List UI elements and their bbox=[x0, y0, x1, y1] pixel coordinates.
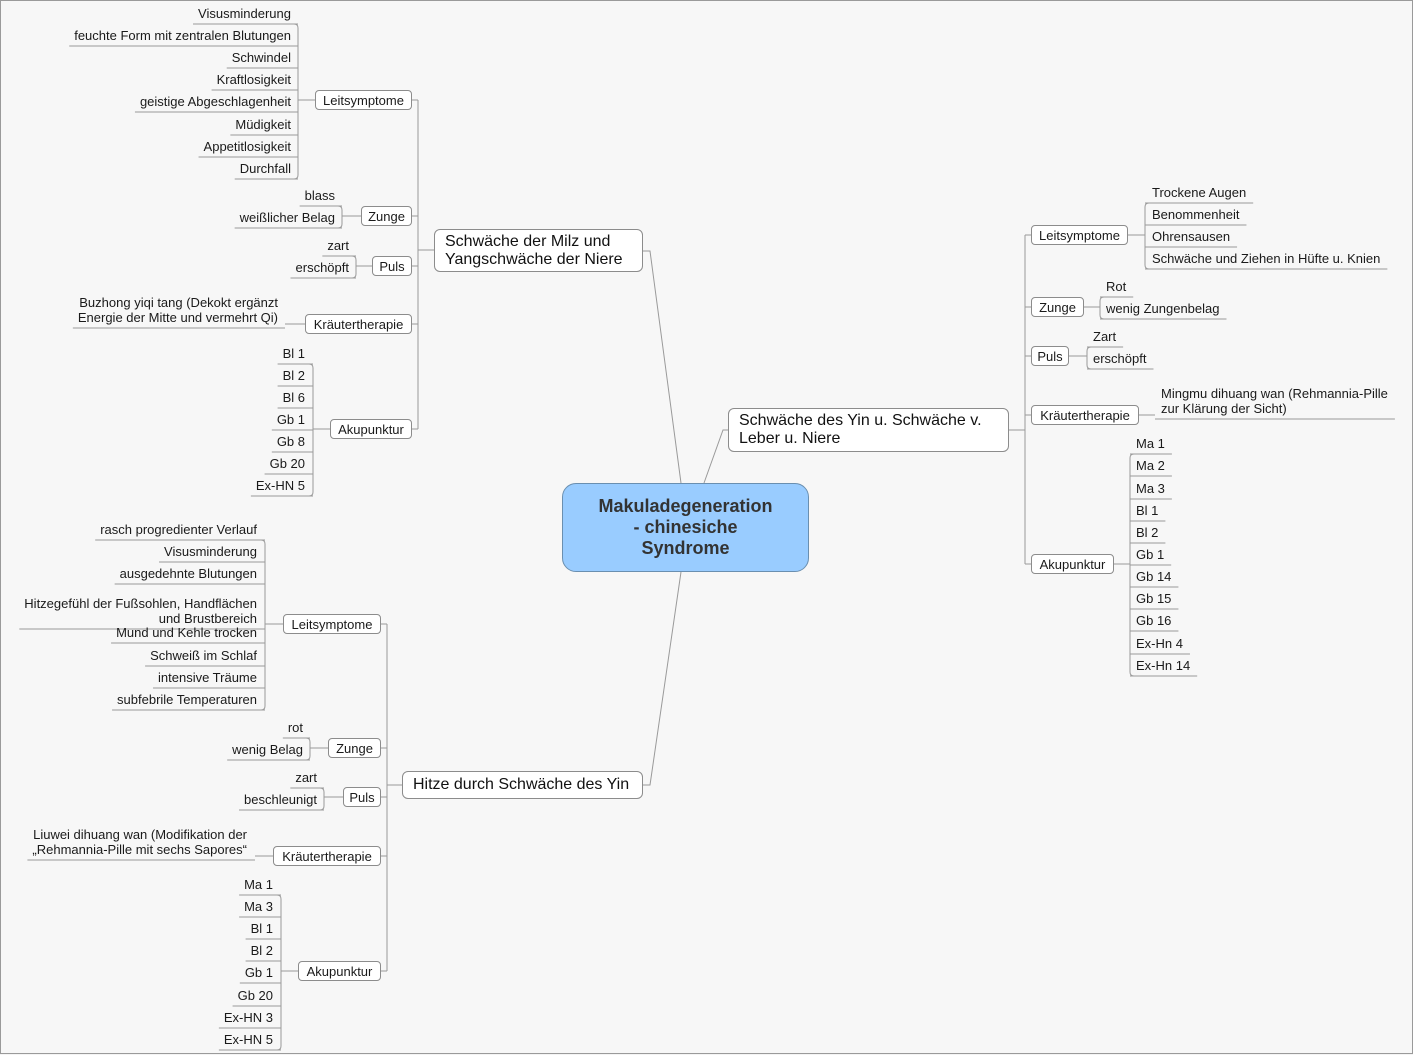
connector-line bbox=[337, 205, 343, 229]
branch2-akupunktur-item: Bl 1 bbox=[250, 921, 273, 936]
branch1-leitsymptome-item: Visusminderung bbox=[198, 6, 291, 21]
branch3-leitsymptome-item: Schwäche und Ziehen in Hüfte u. Knien bbox=[1152, 251, 1381, 266]
branch1-leitsymptome-item: Schwindel bbox=[231, 50, 291, 65]
branch3-akupunktur-item: Gb 15 bbox=[1136, 591, 1172, 606]
branch2-zunge-node[interactable]: Zunge bbox=[328, 738, 381, 758]
connector-line bbox=[305, 737, 311, 761]
branch3-topic[interactable]: Schwäche des Yin u. Schwäche v. Leber u.… bbox=[728, 408, 1009, 452]
connector-line bbox=[276, 894, 282, 1051]
connector-line bbox=[703, 429, 728, 484]
branch3-zunge-item: wenig Zungenbelag bbox=[1106, 301, 1220, 316]
branch2-akupunktur-item: Gb 20 bbox=[237, 988, 273, 1003]
branch1-kraeutertherapie-item: Buzhong yiqi tang (Dekokt ergänzt Energi… bbox=[77, 295, 278, 325]
branch1-akupunktur-item: Gb 20 bbox=[269, 456, 305, 471]
branch2-leitsymptome-item: intensive Träume bbox=[158, 670, 257, 685]
branch3-puls-node[interactable]: Puls bbox=[1031, 346, 1069, 366]
connector-line bbox=[319, 787, 325, 811]
branch2-leitsymptome-item: Schweiß im Schlaf bbox=[150, 648, 257, 663]
branch1-kraeutertherapie-node[interactable]: Kräutertherapie bbox=[305, 314, 412, 334]
branch3-akupunktur-item: Gb 14 bbox=[1136, 569, 1172, 584]
branch3-akupunktur-item: Gb 16 bbox=[1136, 613, 1172, 628]
branch1-puls-item: erschöpft bbox=[295, 260, 349, 275]
branch2-akupunktur-node[interactable]: Akupunktur bbox=[298, 961, 381, 981]
branch3-akupunktur-item: Bl 2 bbox=[1136, 525, 1159, 540]
branch1-akupunktur-item: Bl 1 bbox=[282, 346, 305, 361]
connector-line bbox=[1086, 346, 1092, 370]
branch2-akupunktur-item: Ma 1 bbox=[244, 877, 273, 892]
branch1-leitsymptome-item: Kraftlosigkeit bbox=[216, 72, 291, 87]
branch2-akupunktur-item: Ex-HN 5 bbox=[223, 1032, 273, 1047]
branch2-akupunktur-item: Gb 1 bbox=[244, 965, 273, 980]
branch3-akupunktur-item: Bl 1 bbox=[1136, 503, 1159, 518]
branch2-leitsymptome-item: Visusminderung bbox=[164, 544, 257, 559]
connector-line bbox=[1144, 202, 1150, 270]
branch2-akupunktur-item: Ma 3 bbox=[244, 899, 273, 914]
branch2-zunge-item: wenig Belag bbox=[232, 742, 303, 757]
branch3-akupunktur-item: Ma 1 bbox=[1136, 436, 1165, 451]
branch2-leitsymptome-node[interactable]: Leitsymptome bbox=[283, 614, 381, 634]
branch3-kraeutertherapie-node[interactable]: Kräutertherapie bbox=[1031, 405, 1139, 425]
branch1-puls-node[interactable]: Puls bbox=[372, 256, 412, 276]
branch3-akupunktur-item: Ex-Hn 14 bbox=[1136, 658, 1191, 673]
branch1-akupunktur-item: Bl 2 bbox=[282, 368, 305, 383]
branch1-akupunktur-item: Gb 8 bbox=[276, 434, 305, 449]
branch1-topic[interactable]: Schwäche der Milz und Yangschwäche der N… bbox=[434, 229, 643, 272]
branch3-zunge-item: Rot bbox=[1106, 279, 1127, 294]
branch1-akupunktur-node[interactable]: Akupunktur bbox=[330, 419, 412, 439]
branch2-leitsymptome-item: ausgedehnte Blutungen bbox=[119, 566, 257, 581]
connector-line bbox=[260, 539, 266, 711]
connector-line bbox=[1099, 296, 1105, 320]
branch2-kraeutertherapie-node[interactable]: Kräutertherapie bbox=[273, 846, 381, 866]
branch2-topic[interactable]: Hitze durch Schwäche des Yin bbox=[402, 771, 643, 799]
branch2-puls-item: beschleunigt bbox=[244, 792, 317, 807]
connector-line bbox=[643, 571, 682, 786]
branch3-leitsymptome-item: Trockene Augen bbox=[1152, 185, 1247, 200]
branch1-leitsymptome-node[interactable]: Leitsymptome bbox=[315, 90, 412, 110]
branch3-akupunktur-node[interactable]: Akupunktur bbox=[1031, 554, 1114, 574]
connector-line bbox=[643, 250, 682, 484]
branch1-leitsymptome-item: geistige Abgeschlagenheit bbox=[139, 94, 291, 109]
branch1-akupunktur-item: Gb 1 bbox=[276, 412, 305, 427]
branch1-leitsymptome-item: Appetitlosigkeit bbox=[203, 139, 291, 154]
branch1-puls-item: zart bbox=[327, 238, 349, 253]
branch3-kraeutertherapie-item: Mingmu dihuang wan (Rehmannia-Pille zur … bbox=[1161, 386, 1388, 416]
connector-line bbox=[1129, 453, 1135, 677]
branch2-akupunktur-item: Bl 2 bbox=[250, 943, 273, 958]
central-topic[interactable]: Makuladegeneration - chinesiche Syndrome bbox=[562, 483, 809, 572]
branch3-akupunktur-item: Ex-Hn 4 bbox=[1136, 636, 1183, 651]
branch2-leitsymptome-item: Mund und Kehle trocken bbox=[116, 625, 257, 640]
branch3-akupunktur-item: Ma 2 bbox=[1136, 458, 1165, 473]
branch1-leitsymptome-item: Müdigkeit bbox=[235, 117, 291, 132]
branch3-leitsymptome-item: Benommenheit bbox=[1152, 207, 1240, 222]
branch1-leitsymptome-item: Durchfall bbox=[239, 161, 291, 176]
branch2-puls-node[interactable]: Puls bbox=[343, 787, 381, 807]
branch1-zunge-node[interactable]: Zunge bbox=[361, 206, 412, 226]
branch1-zunge-item: blass bbox=[304, 188, 335, 203]
branch1-leitsymptome-item: feuchte Form mit zentralen Blutungen bbox=[74, 28, 291, 43]
branch3-zunge-node[interactable]: Zunge bbox=[1031, 297, 1084, 317]
branch3-akupunktur-item: Gb 1 bbox=[1136, 547, 1165, 562]
branch1-akupunktur-item: Ex-HN 5 bbox=[255, 478, 305, 493]
branch3-leitsymptome-node[interactable]: Leitsymptome bbox=[1031, 225, 1128, 245]
branch2-leitsymptome-item: Hitzegefühl der Fußsohlen, Handflächen u… bbox=[24, 596, 257, 626]
branch3-akupunktur-item: Ma 3 bbox=[1136, 481, 1165, 496]
branch1-zunge-item: weißlicher Belag bbox=[239, 210, 335, 225]
branch3-leitsymptome-item: Ohrensausen bbox=[1152, 229, 1231, 244]
branch2-leitsymptome-item: rasch progredienter Verlauf bbox=[100, 522, 257, 537]
connector-line bbox=[308, 363, 314, 497]
branch2-kraeutertherapie-item: Liuwei dihuang wan (Modifikation der „Re… bbox=[32, 827, 247, 857]
connector-line bbox=[351, 255, 357, 279]
branch2-akupunktur-item: Ex-HN 3 bbox=[223, 1010, 273, 1025]
branch2-zunge-item: rot bbox=[287, 720, 303, 735]
branch2-puls-item: zart bbox=[295, 770, 317, 785]
branch2-leitsymptome-item: subfebrile Temperaturen bbox=[117, 692, 257, 707]
branch1-akupunktur-item: Bl 6 bbox=[282, 390, 305, 405]
branch3-puls-item: Zart bbox=[1093, 329, 1117, 344]
connector-line bbox=[293, 23, 299, 180]
branch3-puls-item: erschöpft bbox=[1093, 351, 1147, 366]
